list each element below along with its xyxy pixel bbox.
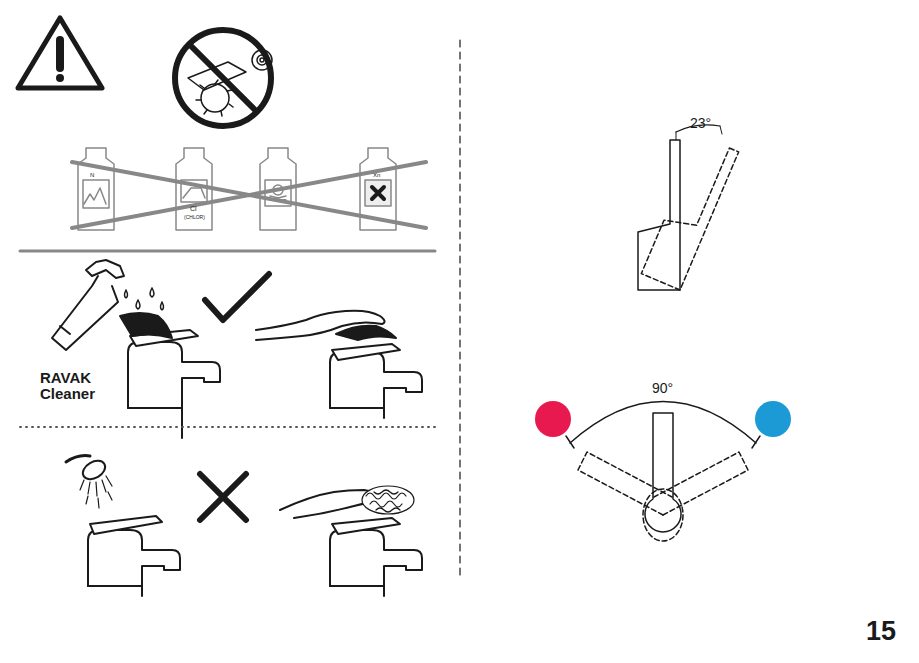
hazard-code: Cl: [190, 205, 197, 212]
product-name: RAVAK Cleaner: [40, 370, 110, 402]
faucet: [330, 344, 422, 418]
hazard-code: (CHLOR): [184, 215, 205, 220]
angle-dimension: 23°: [690, 116, 711, 131]
page-number: 15: [866, 617, 896, 645]
hazard-code: N: [90, 172, 94, 178]
cloth: [120, 313, 172, 338]
check-mark: [205, 274, 269, 320]
cold-marker: [755, 401, 791, 437]
scouring-pad: [362, 486, 414, 514]
shower-head: [66, 456, 112, 508]
cross-mark: [200, 474, 246, 520]
separator: [20, 426, 435, 428]
spray-drops: [125, 288, 164, 310]
hazard-code: Xn: [373, 172, 380, 178]
no-cutting-symbol: [175, 30, 272, 126]
lever-side-view: [638, 125, 739, 290]
angle-dimension: 90°: [652, 381, 673, 396]
faucet: [330, 518, 422, 596]
separator: [20, 250, 435, 253]
hand: [256, 311, 385, 340]
divider: [459, 40, 460, 580]
faucet: [88, 516, 180, 596]
warning-symbol: [18, 18, 102, 88]
spray-bottle: [52, 260, 124, 350]
hot-marker: [535, 401, 571, 437]
faucet: [128, 330, 220, 438]
cross-out: [72, 162, 426, 228]
cloth: [336, 326, 396, 340]
lever-top-view: [566, 402, 760, 542]
